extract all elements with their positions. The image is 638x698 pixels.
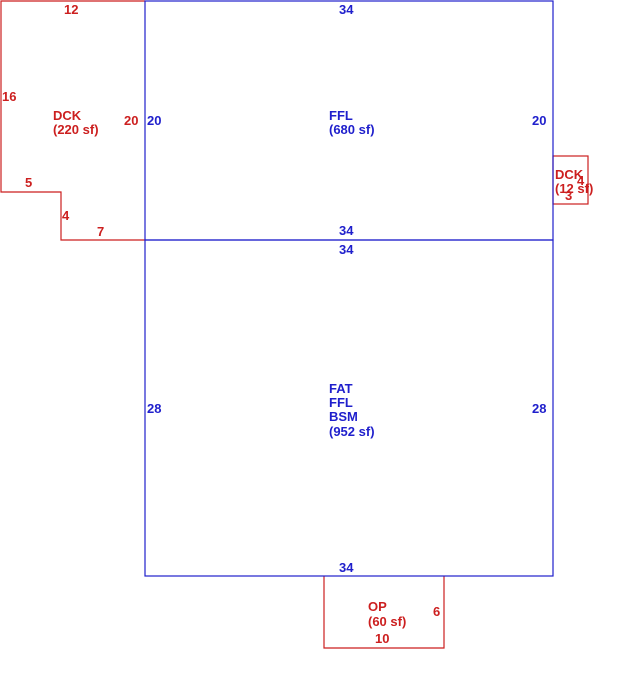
area-main-line3: BSM xyxy=(329,409,358,424)
dim-main-top: 34 xyxy=(339,242,354,257)
dim-deck-left-step-h: 5 xyxy=(25,175,32,190)
area-ffl-name: FFL xyxy=(329,108,353,123)
main-room-outline xyxy=(144,239,554,577)
dim-ffl-bottom: 34 xyxy=(339,223,354,238)
area-porch-size: (60 sf) xyxy=(368,614,406,629)
dim-deck-left-bottom: 7 xyxy=(97,224,104,239)
area-porch-name: OP xyxy=(368,599,387,614)
dim-main-bottom: 34 xyxy=(339,560,354,575)
area-main-line2: FFL xyxy=(329,395,353,410)
dim-main-right: 28 xyxy=(532,401,546,416)
area-deck-left-size: (220 sf) xyxy=(53,122,99,137)
dim-ffl-top: 34 xyxy=(339,2,354,17)
area-main-line1: FAT xyxy=(329,381,353,396)
dim-deck-left-right: 20 xyxy=(124,113,138,128)
dim-porch-right: 6 xyxy=(433,604,440,619)
dim-deck-right-bottom: 3 xyxy=(565,188,572,203)
deck-left-outline xyxy=(0,0,145,241)
dim-deck-left-step-v: 4 xyxy=(62,208,70,223)
dim-porch-bottom: 10 xyxy=(375,631,389,646)
dim-ffl-left: 20 xyxy=(147,113,161,128)
dim-main-left: 28 xyxy=(147,401,161,416)
area-deck-right-size: (12 sf) xyxy=(555,181,593,196)
dim-ffl-right: 20 xyxy=(532,113,546,128)
area-deck-right-name: DCK xyxy=(555,167,584,182)
dim-deck-right-side: 4 xyxy=(577,173,585,188)
dim-deck-left-top: 12 xyxy=(64,2,78,17)
area-deck-left-name: DCK xyxy=(53,108,82,123)
area-ffl-size: (680 sf) xyxy=(329,122,375,137)
porch-outline xyxy=(323,576,445,649)
area-main-size: (952 sf) xyxy=(329,424,375,439)
dim-deck-left-left: 16 xyxy=(2,89,16,104)
